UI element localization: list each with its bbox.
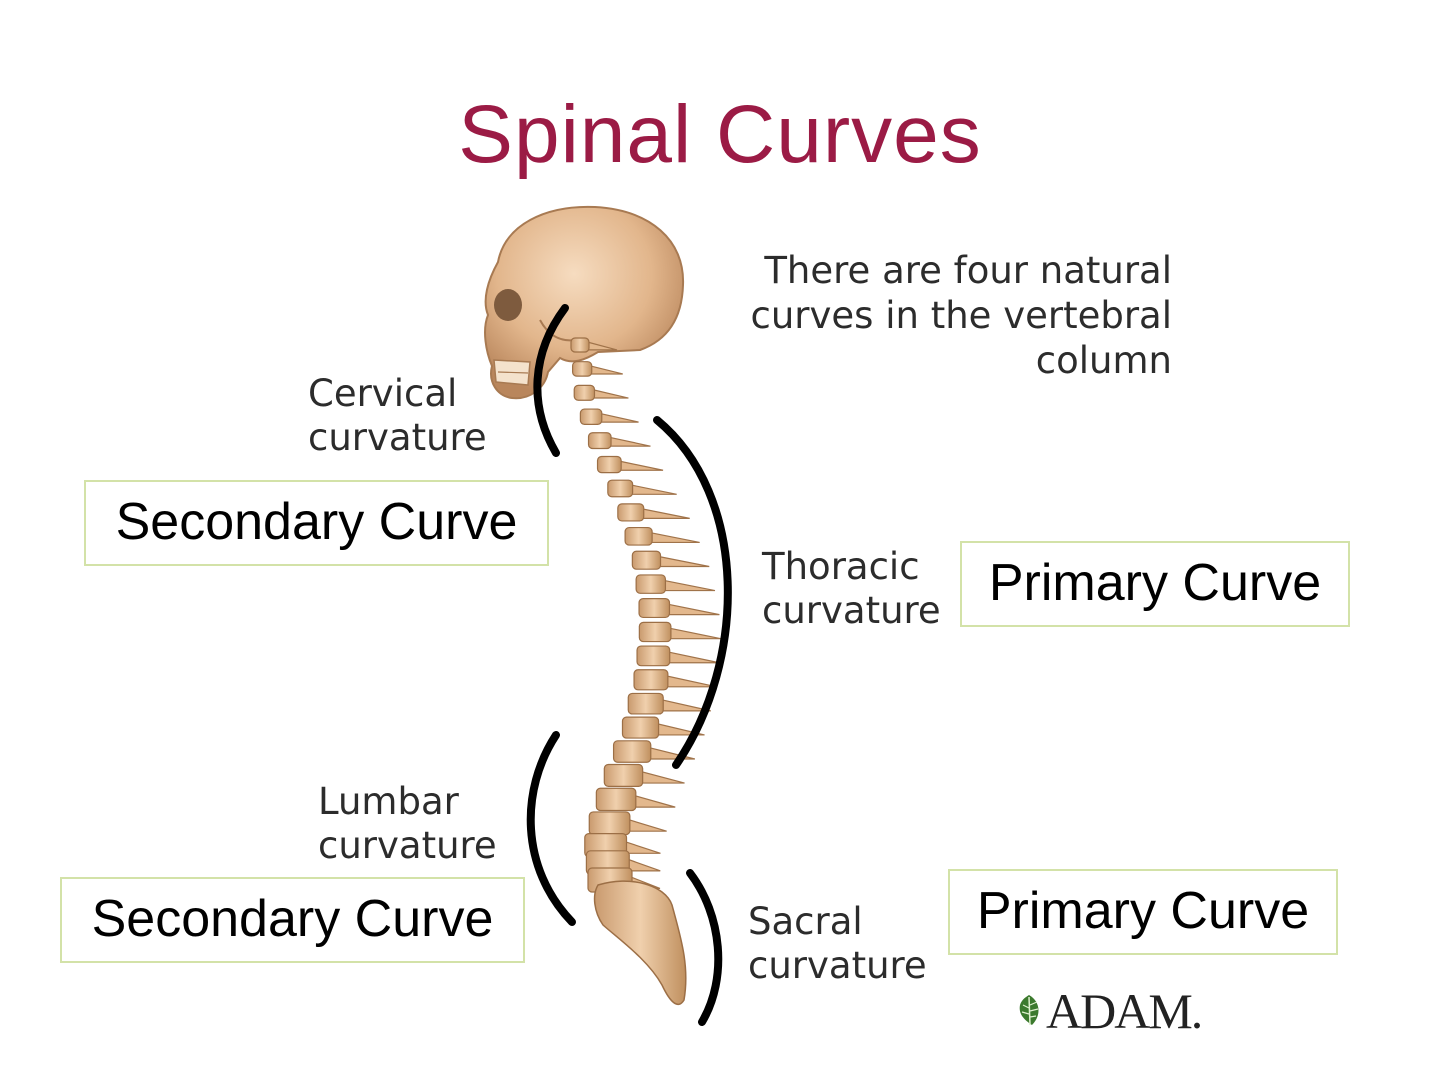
lumbar-secondary-curve-box: Secondary Curve xyxy=(60,877,525,963)
sacrum xyxy=(593,880,687,1006)
spinous-process xyxy=(654,555,710,568)
vertebral-body xyxy=(588,811,631,836)
sacral-label-line2: curvature xyxy=(748,944,927,987)
vertebral-body xyxy=(573,384,596,401)
cervical-label-line2: curvature xyxy=(308,416,487,459)
vertebra xyxy=(627,692,711,715)
spinous-process xyxy=(605,435,651,447)
vertebral-body xyxy=(636,645,671,667)
lumbar-curvature-label: Lumbar curvature xyxy=(318,780,497,868)
thoracic-curvature-label: Thoracic curvature xyxy=(762,545,941,633)
lumbar-label-line2: curvature xyxy=(318,824,497,867)
vertebral-body xyxy=(633,669,669,691)
spinous-process xyxy=(587,364,623,375)
cervical-curve-arc xyxy=(533,304,569,457)
skull xyxy=(484,205,685,400)
vertebra xyxy=(624,526,700,546)
vertebra xyxy=(638,598,720,619)
vertebral-column xyxy=(570,337,721,1006)
spinous-process xyxy=(664,626,721,640)
adam-logo-text: ADAM. xyxy=(1046,983,1203,1039)
vertebral-body xyxy=(596,455,622,474)
vertebra xyxy=(617,503,690,522)
vertebra xyxy=(636,645,720,667)
spinous-process xyxy=(660,674,717,688)
vertebral-body xyxy=(570,337,590,353)
vertebra xyxy=(573,384,629,401)
intro-text: There are four natural curves in the ver… xyxy=(750,249,1172,382)
vertebra xyxy=(572,361,623,377)
vertebra xyxy=(633,669,717,691)
vertebral-body xyxy=(638,621,672,643)
vertebra xyxy=(607,479,677,498)
thoracic-primary-curve-box: Primary Curve xyxy=(960,541,1350,627)
vertebra xyxy=(638,621,721,643)
sacral-primary-curve-box: Primary Curve xyxy=(948,869,1338,955)
vertebra xyxy=(588,811,667,836)
spinous-process xyxy=(596,412,639,423)
vertebra xyxy=(635,574,716,594)
sacral-curvature-label: Sacral curvature xyxy=(748,900,927,988)
sacral-curve-arc xyxy=(686,869,723,1026)
vertebral-body xyxy=(635,574,667,594)
spinous-process xyxy=(646,531,700,544)
vertebral-body xyxy=(587,432,612,450)
spinous-process xyxy=(658,578,716,592)
vertebral-body xyxy=(617,503,645,522)
vertebral-body xyxy=(572,361,593,377)
adam-leaf-icon xyxy=(1019,995,1039,1026)
vertebral-body xyxy=(607,479,634,498)
thoracic-label-line2: curvature xyxy=(762,589,941,632)
vertebra xyxy=(631,550,710,570)
spinous-process xyxy=(615,459,664,471)
vertebral-body xyxy=(627,692,664,715)
vertebra xyxy=(570,337,618,353)
spinous-process xyxy=(637,507,690,519)
vertebral-body xyxy=(612,740,652,763)
sacral-label-line1: Sacral xyxy=(748,900,863,943)
vertebral-body xyxy=(624,526,653,546)
vertebra xyxy=(595,787,676,812)
vertebral-body xyxy=(621,716,660,739)
spinous-process xyxy=(662,650,720,664)
lumbar-label-line1: Lumbar xyxy=(318,780,459,823)
vertebral-body xyxy=(579,408,603,425)
spinous-process xyxy=(662,602,720,616)
vertebral-body xyxy=(638,598,671,619)
lumbar-curve-arc xyxy=(526,731,576,926)
vertebra xyxy=(621,716,705,739)
vertebral-body xyxy=(603,763,644,787)
vertebral-body xyxy=(595,787,637,812)
adam-logo: ADAM. xyxy=(1012,983,1203,1039)
vertebral-body xyxy=(631,550,662,570)
vertebra xyxy=(596,455,664,474)
spinous-process xyxy=(627,483,677,495)
vertebra xyxy=(587,432,651,450)
vertebra xyxy=(603,763,685,787)
cervical-label-line1: Cervical xyxy=(308,372,458,415)
cervical-curvature-label: Cervical curvature xyxy=(308,372,487,460)
page-title: Spinal Curves xyxy=(458,89,982,180)
cervical-secondary-curve-box: Secondary Curve xyxy=(84,480,549,566)
vertebra xyxy=(579,408,639,425)
thoracic-label-line1: Thoracic xyxy=(762,545,920,588)
thoracic-curve-arc xyxy=(653,416,732,769)
spinous-process xyxy=(589,388,629,399)
